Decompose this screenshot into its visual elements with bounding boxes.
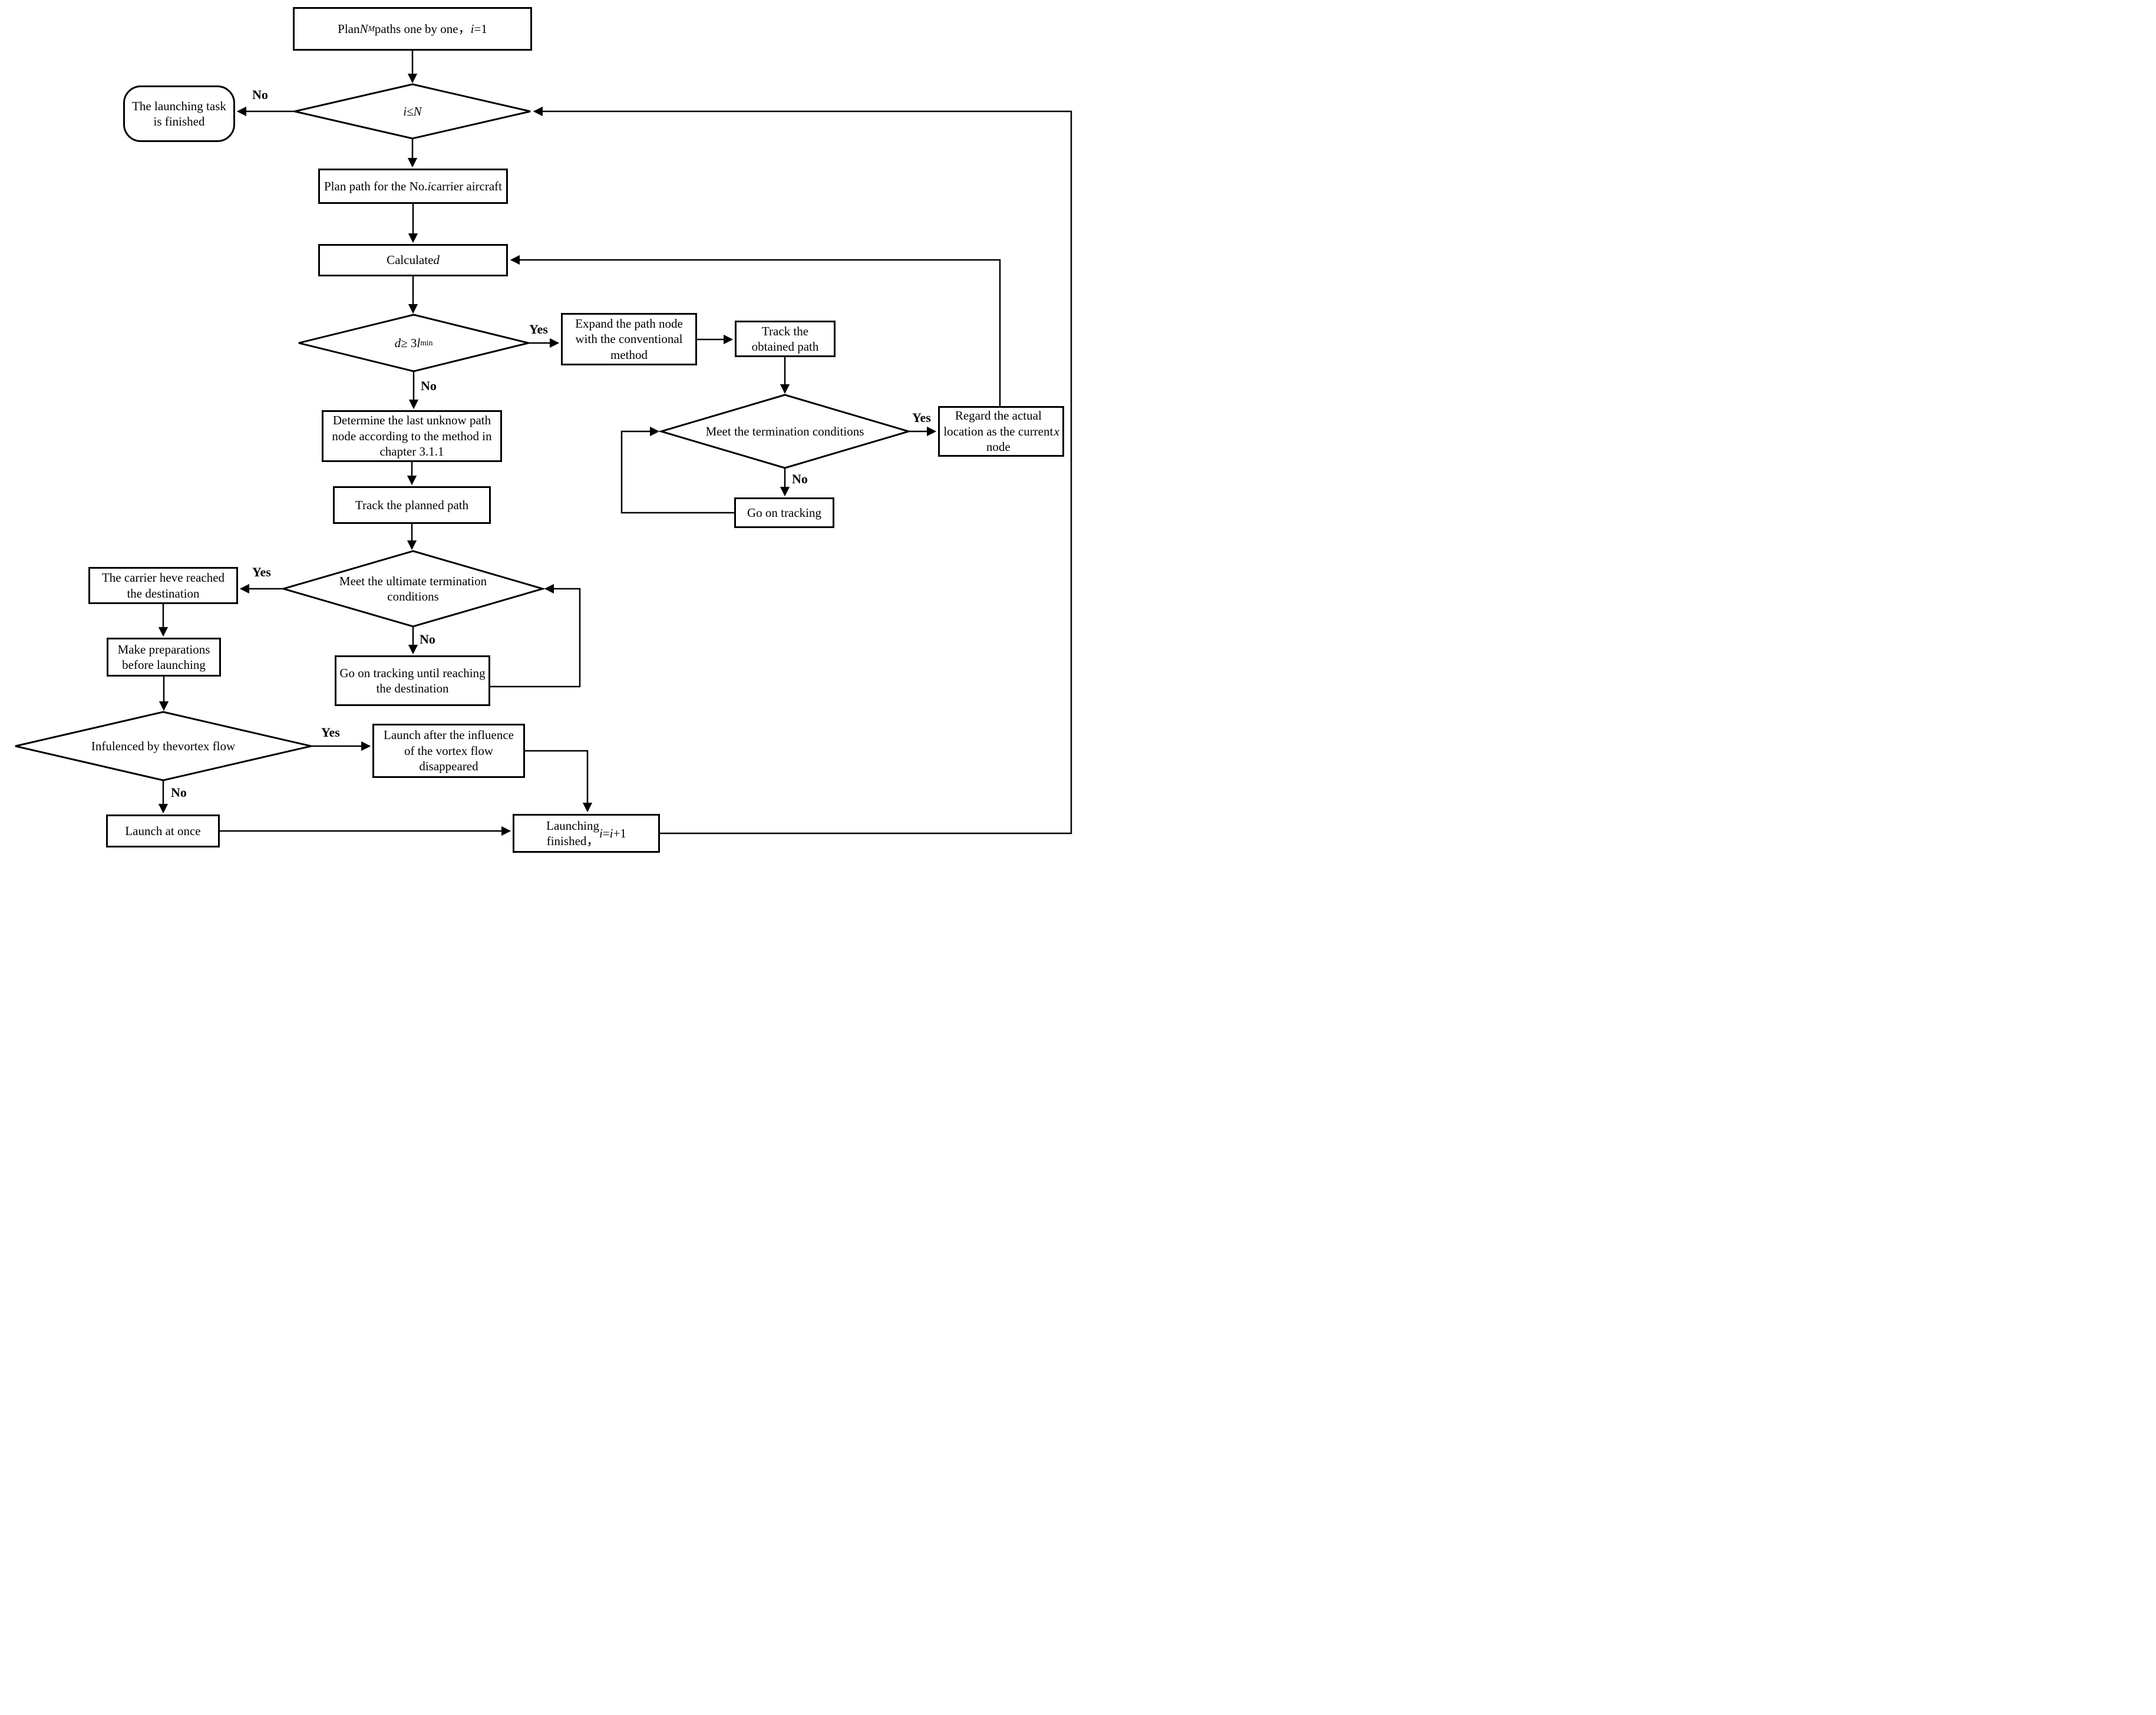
process-track-planned-path: Track the planned path bbox=[333, 486, 491, 524]
arrow-regard-feedback-to-calculate-d bbox=[510, 255, 1001, 406]
process-make-preparations: Make preparations before launching bbox=[107, 638, 221, 677]
process-expand-path-node: Expand the path node with the convention… bbox=[561, 313, 697, 365]
connector-layer bbox=[15, 51, 1072, 836]
process-plan-path-for-carrier: Plan path for the No.i carrier aircraft bbox=[318, 169, 508, 204]
process-launch-after-vortex: Launch after the influence of the vortex… bbox=[372, 724, 525, 778]
decision-i-le-n-shape bbox=[294, 83, 531, 140]
edge-label-no-decision-vortex: No bbox=[171, 785, 187, 800]
process-carrier-reached: The carrier heve reached the destination bbox=[88, 567, 238, 604]
arrow-launching-finished-loop-to-decision-i bbox=[533, 106, 1072, 835]
edge-label-no-decision-d: No bbox=[421, 378, 437, 393]
decision-vortex-shape bbox=[15, 711, 312, 781]
edge-label-yes-decision-d: Yes bbox=[529, 322, 548, 337]
terminator-task-finished: The launching task is finished bbox=[123, 85, 235, 142]
edge-label-no-decision-i: No bbox=[252, 87, 268, 102]
edge-label-yes-decision-termination: Yes bbox=[912, 410, 931, 425]
edge-label-yes-decision-vortex: Yes bbox=[321, 725, 340, 740]
process-go-on-tracking-until: Go on tracking until reaching the destin… bbox=[335, 655, 490, 706]
process-go-on-tracking: Go on tracking bbox=[734, 497, 834, 528]
process-regard-actual-location: Regard the actual location as the curren… bbox=[938, 406, 1064, 457]
process-launch-at-once: Launch at once bbox=[106, 814, 220, 847]
decision-ultimate-shape bbox=[280, 550, 546, 628]
edge-label-no-decision-ultimate: No bbox=[420, 632, 435, 647]
decision-termination-shape bbox=[658, 394, 912, 469]
arrow-go-on-until-loop-to-decision-ultimate bbox=[490, 583, 581, 688]
process-calculate-d: Calculate d bbox=[318, 244, 508, 276]
arrow-launch-after-to-launching-finished bbox=[525, 750, 593, 813]
decision-ultimate-label: Meet the ultimate termination conditions bbox=[339, 573, 487, 603]
decision-d-3lmin-shape bbox=[298, 314, 529, 372]
edge-label-yes-decision-ultimate: Yes bbox=[252, 565, 271, 579]
decision-i-le-n-label: i ≤ N bbox=[403, 104, 422, 118]
edge-label-no-decision-termination: No bbox=[792, 471, 808, 486]
decision-termination-label: Meet the termination conditions bbox=[705, 424, 864, 438]
arrow-go-on-tracking-loop-to-decision-termination bbox=[620, 426, 734, 514]
process-track-obtained-path: Track the obtained path bbox=[735, 321, 836, 357]
decision-vortex-label: Infulenced by thevortex flow bbox=[91, 738, 236, 753]
process-determine-last-unknow-node: Determine the last unknow path node acco… bbox=[322, 410, 502, 462]
